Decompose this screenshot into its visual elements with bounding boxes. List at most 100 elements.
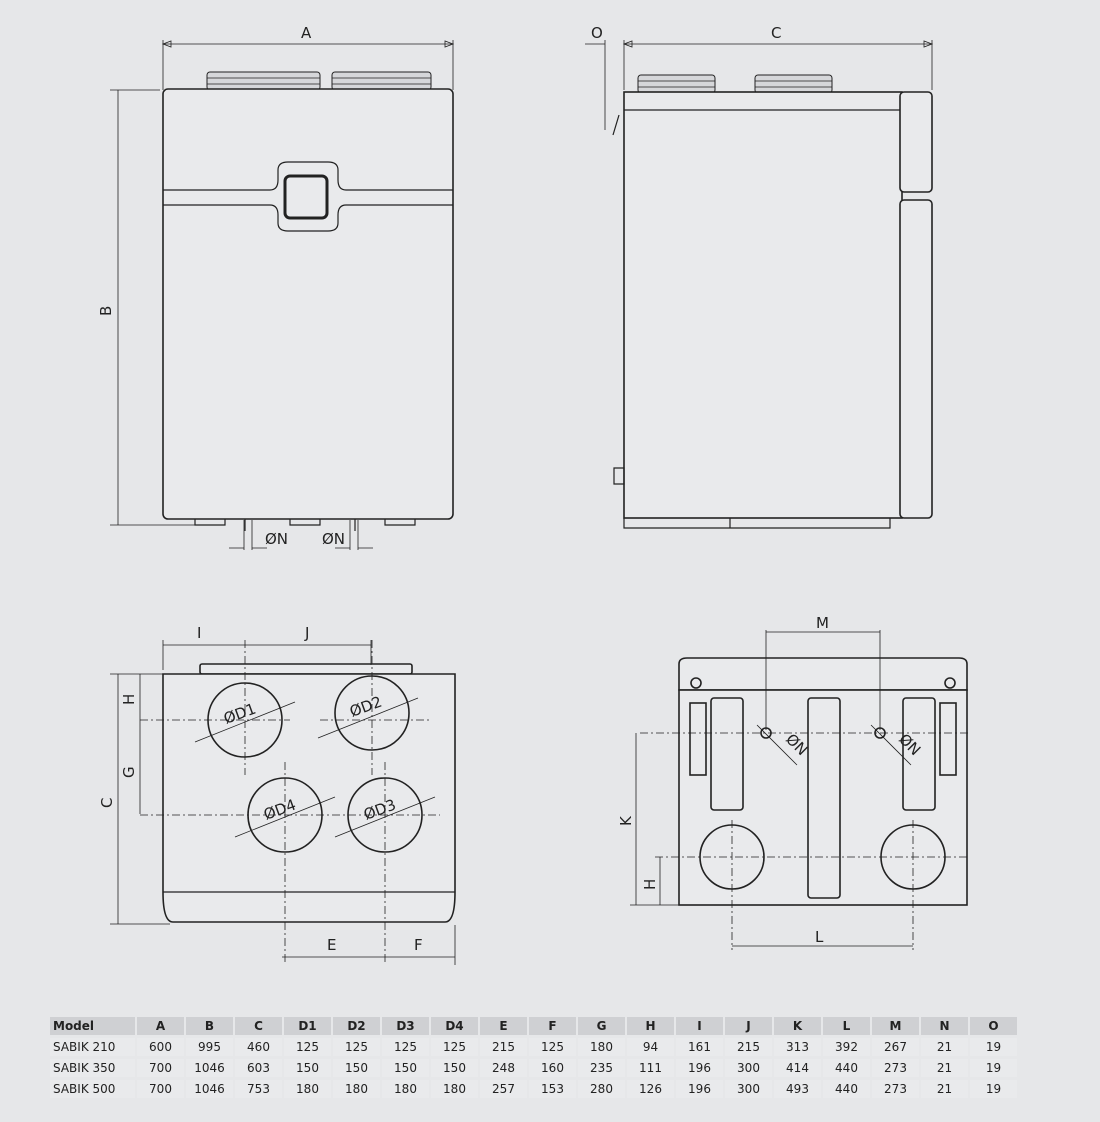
col-header: J [725,1017,772,1035]
value-cell: 273 [872,1080,919,1098]
value-cell: 161 [676,1038,723,1056]
value-cell: 21 [921,1059,968,1077]
dimension-drawings: A B ØN ØN C O ØD1 ØD2 ØD4 ØD3 I [97,24,970,965]
col-header: G [578,1017,625,1035]
col-header: D4 [431,1017,478,1035]
value-cell: 21 [921,1080,968,1098]
dim-label-n1: ØN [265,530,288,548]
col-header: K [774,1017,821,1035]
col-header: L [823,1017,870,1035]
value-cell: 180 [284,1080,331,1098]
front-view: A B ØN ØN [97,24,455,550]
col-header: D1 [284,1017,331,1035]
dim-label-g: G [120,766,138,778]
value-cell: 150 [284,1059,331,1077]
dim-label-c-side: C [771,24,781,42]
value-cell: 493 [774,1080,821,1098]
col-header: A [137,1017,184,1035]
value-cell: 267 [872,1038,919,1056]
value-cell: 995 [186,1038,233,1056]
col-header: F [529,1017,576,1035]
value-cell: 125 [431,1038,478,1056]
col-header: D2 [333,1017,380,1035]
value-cell: 215 [480,1038,527,1056]
col-header: E [480,1017,527,1035]
dim-label-n2: ØN [322,530,345,548]
value-cell: 150 [431,1059,478,1077]
control-panel [283,174,329,220]
value-cell: 235 [578,1059,625,1077]
table-header-row: Model A B C D1 D2 D3 D4 E F G H I J K L … [50,1017,1017,1035]
value-cell: 392 [823,1038,870,1056]
value-cell: 180 [333,1080,380,1098]
value-cell: 196 [676,1059,723,1077]
dim-label-m: M [816,614,829,632]
value-cell: 125 [284,1038,331,1056]
dim-label-o: O [591,24,603,42]
value-cell: 150 [333,1059,380,1077]
value-cell: 1046 [186,1080,233,1098]
dim-label-h-bottom: H [641,879,659,890]
value-cell: 196 [676,1080,723,1098]
value-cell: 273 [872,1059,919,1077]
bottom-view: M ØN ØN K H L [617,614,970,950]
value-cell: 414 [774,1059,821,1077]
col-header: H [627,1017,674,1035]
col-header: B [186,1017,233,1035]
dim-label-f: F [414,936,423,954]
value-cell: 160 [529,1059,576,1077]
value-cell: 440 [823,1059,870,1077]
value-cell: 125 [529,1038,576,1056]
col-header: O [970,1017,1017,1035]
value-cell: 180 [382,1080,429,1098]
value-cell: 313 [774,1038,821,1056]
dim-label-b: B [97,306,115,316]
top-view: ØD1 ØD2 ØD4 ØD3 I J H G C E F [98,624,456,965]
value-cell: 180 [578,1038,625,1056]
model-cell: SABIK 350 [50,1059,135,1077]
dim-label-h-top: H [120,694,138,705]
dim-label-c-top: C [98,798,116,808]
value-cell: 280 [578,1080,625,1098]
value-cell: 600 [137,1038,184,1056]
value-cell: 19 [970,1038,1017,1056]
value-cell: 300 [725,1080,772,1098]
value-cell: 153 [529,1080,576,1098]
col-header: M [872,1017,919,1035]
value-cell: 248 [480,1059,527,1077]
value-cell: 94 [627,1038,674,1056]
value-cell: 257 [480,1080,527,1098]
model-cell: SABIK 500 [50,1080,135,1098]
col-header: N [921,1017,968,1035]
value-cell: 19 [970,1059,1017,1077]
dimensions-table: Model A B C D1 D2 D3 D4 E F G H I J K L … [48,1014,1019,1101]
dim-label-a: A [301,24,312,42]
value-cell: 180 [431,1080,478,1098]
value-cell: 215 [725,1038,772,1056]
value-cell: 700 [137,1059,184,1077]
col-header: D3 [382,1017,429,1035]
value-cell: 603 [235,1059,282,1077]
model-cell: SABIK 210 [50,1038,135,1056]
side-view: C O [585,24,934,529]
value-cell: 125 [382,1038,429,1056]
col-header: C [235,1017,282,1035]
value-cell: 700 [137,1080,184,1098]
dim-label-l: L [815,928,824,946]
col-header: Model [50,1017,135,1035]
dim-label-e: E [327,936,336,954]
value-cell: 440 [823,1080,870,1098]
value-cell: 111 [627,1059,674,1077]
value-cell: 19 [970,1080,1017,1098]
value-cell: 1046 [186,1059,233,1077]
value-cell: 126 [627,1080,674,1098]
dim-label-i: I [197,624,201,642]
dim-label-j: J [304,624,309,642]
value-cell: 460 [235,1038,282,1056]
value-cell: 21 [921,1038,968,1056]
dim-label-k: K [617,815,635,826]
value-cell: 125 [333,1038,380,1056]
